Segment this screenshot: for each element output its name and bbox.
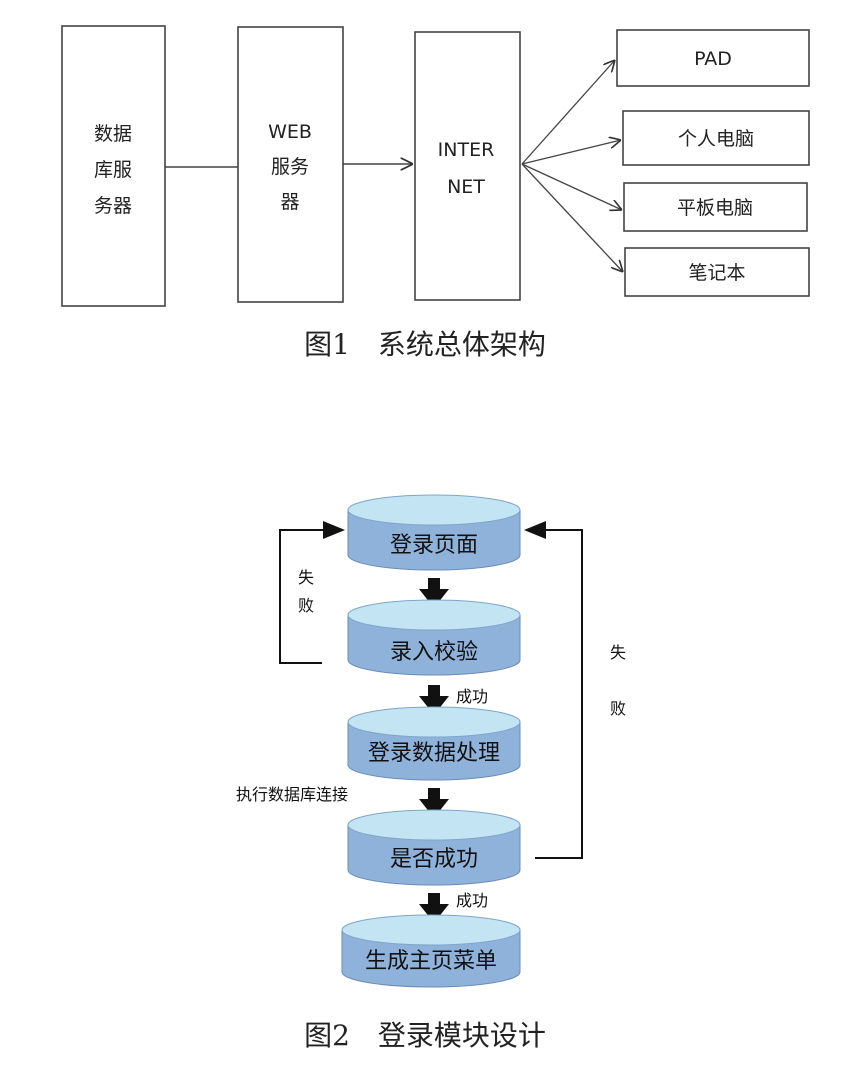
cylinder-generate-menu: 生成主页菜单: [341, 914, 521, 988]
fail-loop-right: [524, 521, 583, 859]
client-box-laptop: 笔记本: [624, 247, 810, 297]
figure2-login-flow: 登录页面 录入校验 成功 登录数据处理 执行数据库: [236, 494, 626, 1052]
fail-loop-left: [279, 521, 345, 664]
internet-tablet-arrow: [521, 163, 622, 210]
fail-label-right-1: 失: [610, 643, 626, 662]
step-label-login-data-processing: 登录数据处理: [368, 741, 500, 766]
flow-arrow-4: [419, 893, 449, 923]
client-box-tablet: 平板电脑: [623, 182, 808, 232]
web-server-label-line1: WEB: [268, 121, 312, 143]
client-label-laptop: 笔记本: [688, 262, 745, 284]
fail-label-right-2: 败: [610, 699, 626, 718]
internet-box: INTER NET: [414, 31, 521, 301]
cylinder-login-page: 登录页面: [347, 494, 521, 571]
db-server-label-line3: 务器: [94, 195, 132, 217]
flow-arrow-3: [419, 788, 449, 818]
internet-pc-arrow: [521, 140, 621, 165]
fail-label-left-2: 败: [298, 596, 314, 615]
client-label-pad: PAD: [694, 48, 732, 70]
flow-arrow-1: [419, 578, 449, 608]
web-server-label-line2: 服务: [271, 156, 309, 178]
figure2-caption: 图2 登录模块设计: [304, 1019, 546, 1052]
client-box-pc: 个人电脑: [622, 110, 810, 166]
client-label-tablet: 平板电脑: [677, 197, 753, 219]
success-label-2: 成功: [456, 891, 488, 910]
success-label-1: 成功: [456, 687, 488, 706]
cylinder-input-check: 录入校验: [347, 599, 521, 676]
cylinder-login-data-processing: 登录数据处理: [347, 706, 521, 781]
db-connect-label: 执行数据库连接: [236, 785, 348, 804]
fail-label-left-1: 失: [298, 568, 314, 587]
step-label-login-page: 登录页面: [390, 533, 478, 558]
web-server-label-line3: 器: [280, 191, 299, 213]
step-label-input-check: 录入校验: [390, 640, 478, 665]
flow-arrow-2: [419, 685, 449, 715]
internet-laptop-arrow: [521, 163, 623, 272]
step-label-success-check: 是否成功: [390, 847, 478, 872]
client-box-pad: PAD: [616, 29, 810, 87]
db-server-box: 数据 库服 务器: [61, 25, 166, 307]
internet-pad-arrow: [521, 60, 615, 165]
step-label-generate-menu: 生成主页菜单: [365, 949, 497, 974]
db-server-label-line1: 数据: [94, 123, 132, 145]
db-server-label-line2: 库服: [94, 159, 132, 181]
figure1-architecture: 数据 库服 务器 WEB 服务 器 INTER NET PAD 个人电脑: [61, 25, 810, 361]
figure1-caption: 图1 系统总体架构: [304, 328, 546, 361]
cylinder-success-check: 是否成功: [347, 809, 521, 886]
client-label-pc: 个人电脑: [678, 128, 754, 150]
internet-label-line1: INTER: [438, 139, 495, 161]
internet-label-line2: NET: [447, 176, 485, 198]
web-server-box: WEB 服务 器: [237, 26, 344, 303]
